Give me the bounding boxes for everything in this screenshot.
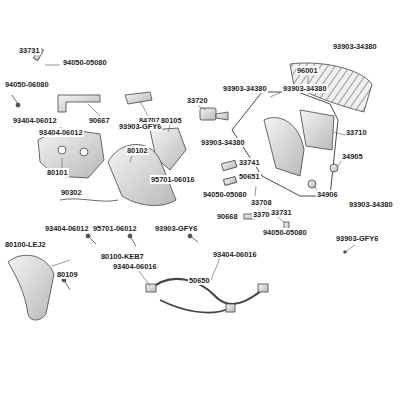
callout-number: 94050-05080 (62, 58, 108, 67)
callout-number: 94050-05080 (202, 190, 248, 199)
callout-number: 80100-KEB7 (100, 252, 145, 261)
callout-number: 93903-34380 (348, 200, 394, 209)
callout-number: 93903-GFY6 (154, 224, 198, 233)
callout-number: 93404-06016 (112, 262, 158, 271)
callout-number: 34906 (316, 190, 339, 199)
leader-lines (45, 65, 355, 286)
callout-number: 93404-06016 (212, 250, 258, 259)
callout-number: 33708 (250, 198, 273, 207)
callout-number: 80102 (126, 146, 149, 155)
callout-number: 93903-34380 (282, 84, 328, 93)
callout-number: 33731 (270, 208, 293, 217)
callout-number: 50651 (238, 172, 261, 181)
callout-number: 96001 (296, 66, 319, 75)
callout-number: 33710 (345, 128, 368, 137)
callout-number: 90667 (88, 116, 111, 125)
callout-number: 93903-GFY6 (118, 122, 162, 131)
callout-number: 93404-06012 (44, 224, 90, 233)
callout-number: 80109 (56, 270, 79, 279)
callout-number: 33741 (238, 158, 261, 167)
callout-number: 80101 (46, 168, 69, 177)
callout-number: 94050-05080 (262, 228, 308, 237)
callout-number: 95701-06012 (92, 224, 138, 233)
callout-number: 33720 (186, 96, 209, 105)
callout-number: 34905 (341, 152, 364, 161)
callout-number: 94050-06080 (4, 80, 50, 89)
callout-number: 93404-06012 (38, 128, 84, 137)
callout-number: 93903-34380 (332, 42, 378, 51)
callout-number: 50650 (188, 276, 211, 285)
callout-number: 33731 (18, 46, 41, 55)
callout-number: 80100-LEJ2 (4, 240, 47, 249)
callout-number: 93404-06012 (12, 116, 58, 125)
parts (8, 48, 372, 320)
callout-number: 93903-GFY6 (335, 234, 379, 243)
callout-number: 95701-06016 (150, 175, 196, 184)
callout-number: 90668 (216, 212, 239, 221)
callout-number: 93903-34380 (200, 138, 246, 147)
callout-number: 80105 (160, 116, 183, 125)
callout-number: 93903-34380 (222, 84, 268, 93)
callout-number: 90302 (60, 188, 83, 197)
